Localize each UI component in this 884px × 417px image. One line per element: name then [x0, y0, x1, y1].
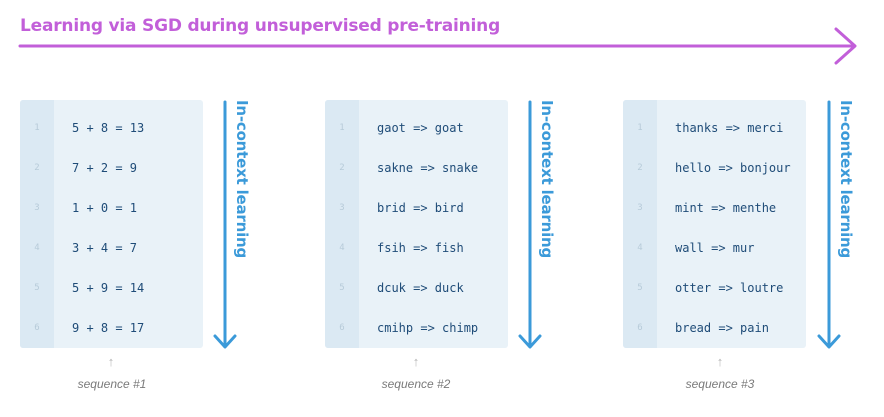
code-line: 2 7 + 2 = 9 — [20, 158, 203, 178]
code-text: otter => loutre — [675, 281, 784, 295]
code-text: bread => pain — [675, 321, 769, 335]
sequence-label-3: sequence #3 — [685, 377, 755, 391]
line-number: 5 — [34, 283, 40, 293]
line-number-gutter — [623, 100, 657, 348]
line-number: 6 — [34, 323, 40, 333]
code-text: brid => bird — [377, 201, 464, 215]
code-line: 3 1 + 0 = 1 — [20, 198, 203, 218]
code-text: 5 + 8 = 13 — [72, 121, 145, 135]
line-number: 6 — [637, 323, 643, 333]
code-text: 7 + 2 = 9 — [72, 161, 138, 175]
sequence-label-1: sequence #1 — [77, 377, 147, 391]
code-text: hello => bonjour — [675, 161, 791, 175]
code-line: 3 mint => menthe — [623, 198, 806, 218]
code-text: 1 + 0 = 1 — [72, 201, 138, 215]
line-number: 2 — [339, 163, 345, 173]
line-number-gutter — [325, 100, 359, 348]
line-number: 2 — [637, 163, 643, 173]
in-context-arrow-2 — [518, 100, 542, 349]
code-text: dcuk => duck — [377, 281, 464, 295]
up-arrow-icon: ↑ — [716, 354, 724, 369]
line-number: 5 — [637, 283, 643, 293]
sequence-panel-3: 1 thanks => merci 2 hello => bonjour 3 m… — [623, 100, 806, 348]
line-number: 4 — [34, 243, 40, 253]
code-line: 3 brid => bird — [325, 198, 508, 218]
code-line: 4 fsih => fish — [325, 238, 508, 258]
line-number: 4 — [339, 243, 345, 253]
code-line: 5 5 + 9 = 14 — [20, 278, 203, 298]
in-context-learning-label-2: In-context learning — [538, 100, 556, 259]
sequence-panel-1: 1 5 + 8 = 13 2 7 + 2 = 9 3 1 + 0 = 1 4 3… — [20, 100, 203, 348]
line-number: 3 — [34, 203, 40, 213]
in-context-arrow-3 — [817, 100, 841, 349]
code-line: 6 bread => pain — [623, 318, 806, 338]
up-arrow-icon: ↑ — [107, 354, 115, 369]
in-context-arrow-1 — [213, 100, 237, 349]
in-context-learning-label-1: In-context learning — [233, 100, 251, 259]
code-text: cmihp => chimp — [377, 321, 479, 335]
code-text: wall => mur — [675, 241, 755, 255]
code-text: 5 + 9 = 14 — [72, 281, 145, 295]
code-text: sakne => snake — [377, 161, 479, 175]
code-line: 5 dcuk => duck — [325, 278, 508, 298]
line-number-gutter — [20, 100, 54, 348]
code-line: 1 thanks => merci — [623, 118, 806, 138]
code-line: 1 5 + 8 = 13 — [20, 118, 203, 138]
code-line: 2 sakne => snake — [325, 158, 508, 178]
code-text: 9 + 8 = 17 — [72, 321, 145, 335]
sequence-label-2: sequence #2 — [381, 377, 451, 391]
line-number: 1 — [34, 123, 40, 133]
line-number: 4 — [637, 243, 643, 253]
line-number: 6 — [339, 323, 345, 333]
line-number: 2 — [34, 163, 40, 173]
code-line: 6 9 + 8 = 17 — [20, 318, 203, 338]
code-line: 5 otter => loutre — [623, 278, 806, 298]
up-arrow-icon: ↑ — [412, 354, 420, 369]
in-context-learning-label-3: In-context learning — [837, 100, 855, 259]
pretraining-arrow — [18, 27, 857, 65]
line-number: 3 — [339, 203, 345, 213]
code-line: 1 gaot => goat — [325, 118, 508, 138]
line-number: 1 — [637, 123, 643, 133]
code-line: 2 hello => bonjour — [623, 158, 806, 178]
code-line: 4 3 + 4 = 7 — [20, 238, 203, 258]
code-text: gaot => goat — [377, 121, 464, 135]
code-line: 4 wall => mur — [623, 238, 806, 258]
sequence-panel-2: 1 gaot => goat 2 sakne => snake 3 brid =… — [325, 100, 508, 348]
code-text: thanks => merci — [675, 121, 784, 135]
line-number: 5 — [339, 283, 345, 293]
line-number: 3 — [637, 203, 643, 213]
code-text: 3 + 4 = 7 — [72, 241, 138, 255]
pretraining-title: Learning via SGD during unsupervised pre… — [20, 16, 501, 36]
code-text: mint => menthe — [675, 201, 777, 215]
code-text: fsih => fish — [377, 241, 464, 255]
code-line: 6 cmihp => chimp — [325, 318, 508, 338]
line-number: 1 — [339, 123, 345, 133]
